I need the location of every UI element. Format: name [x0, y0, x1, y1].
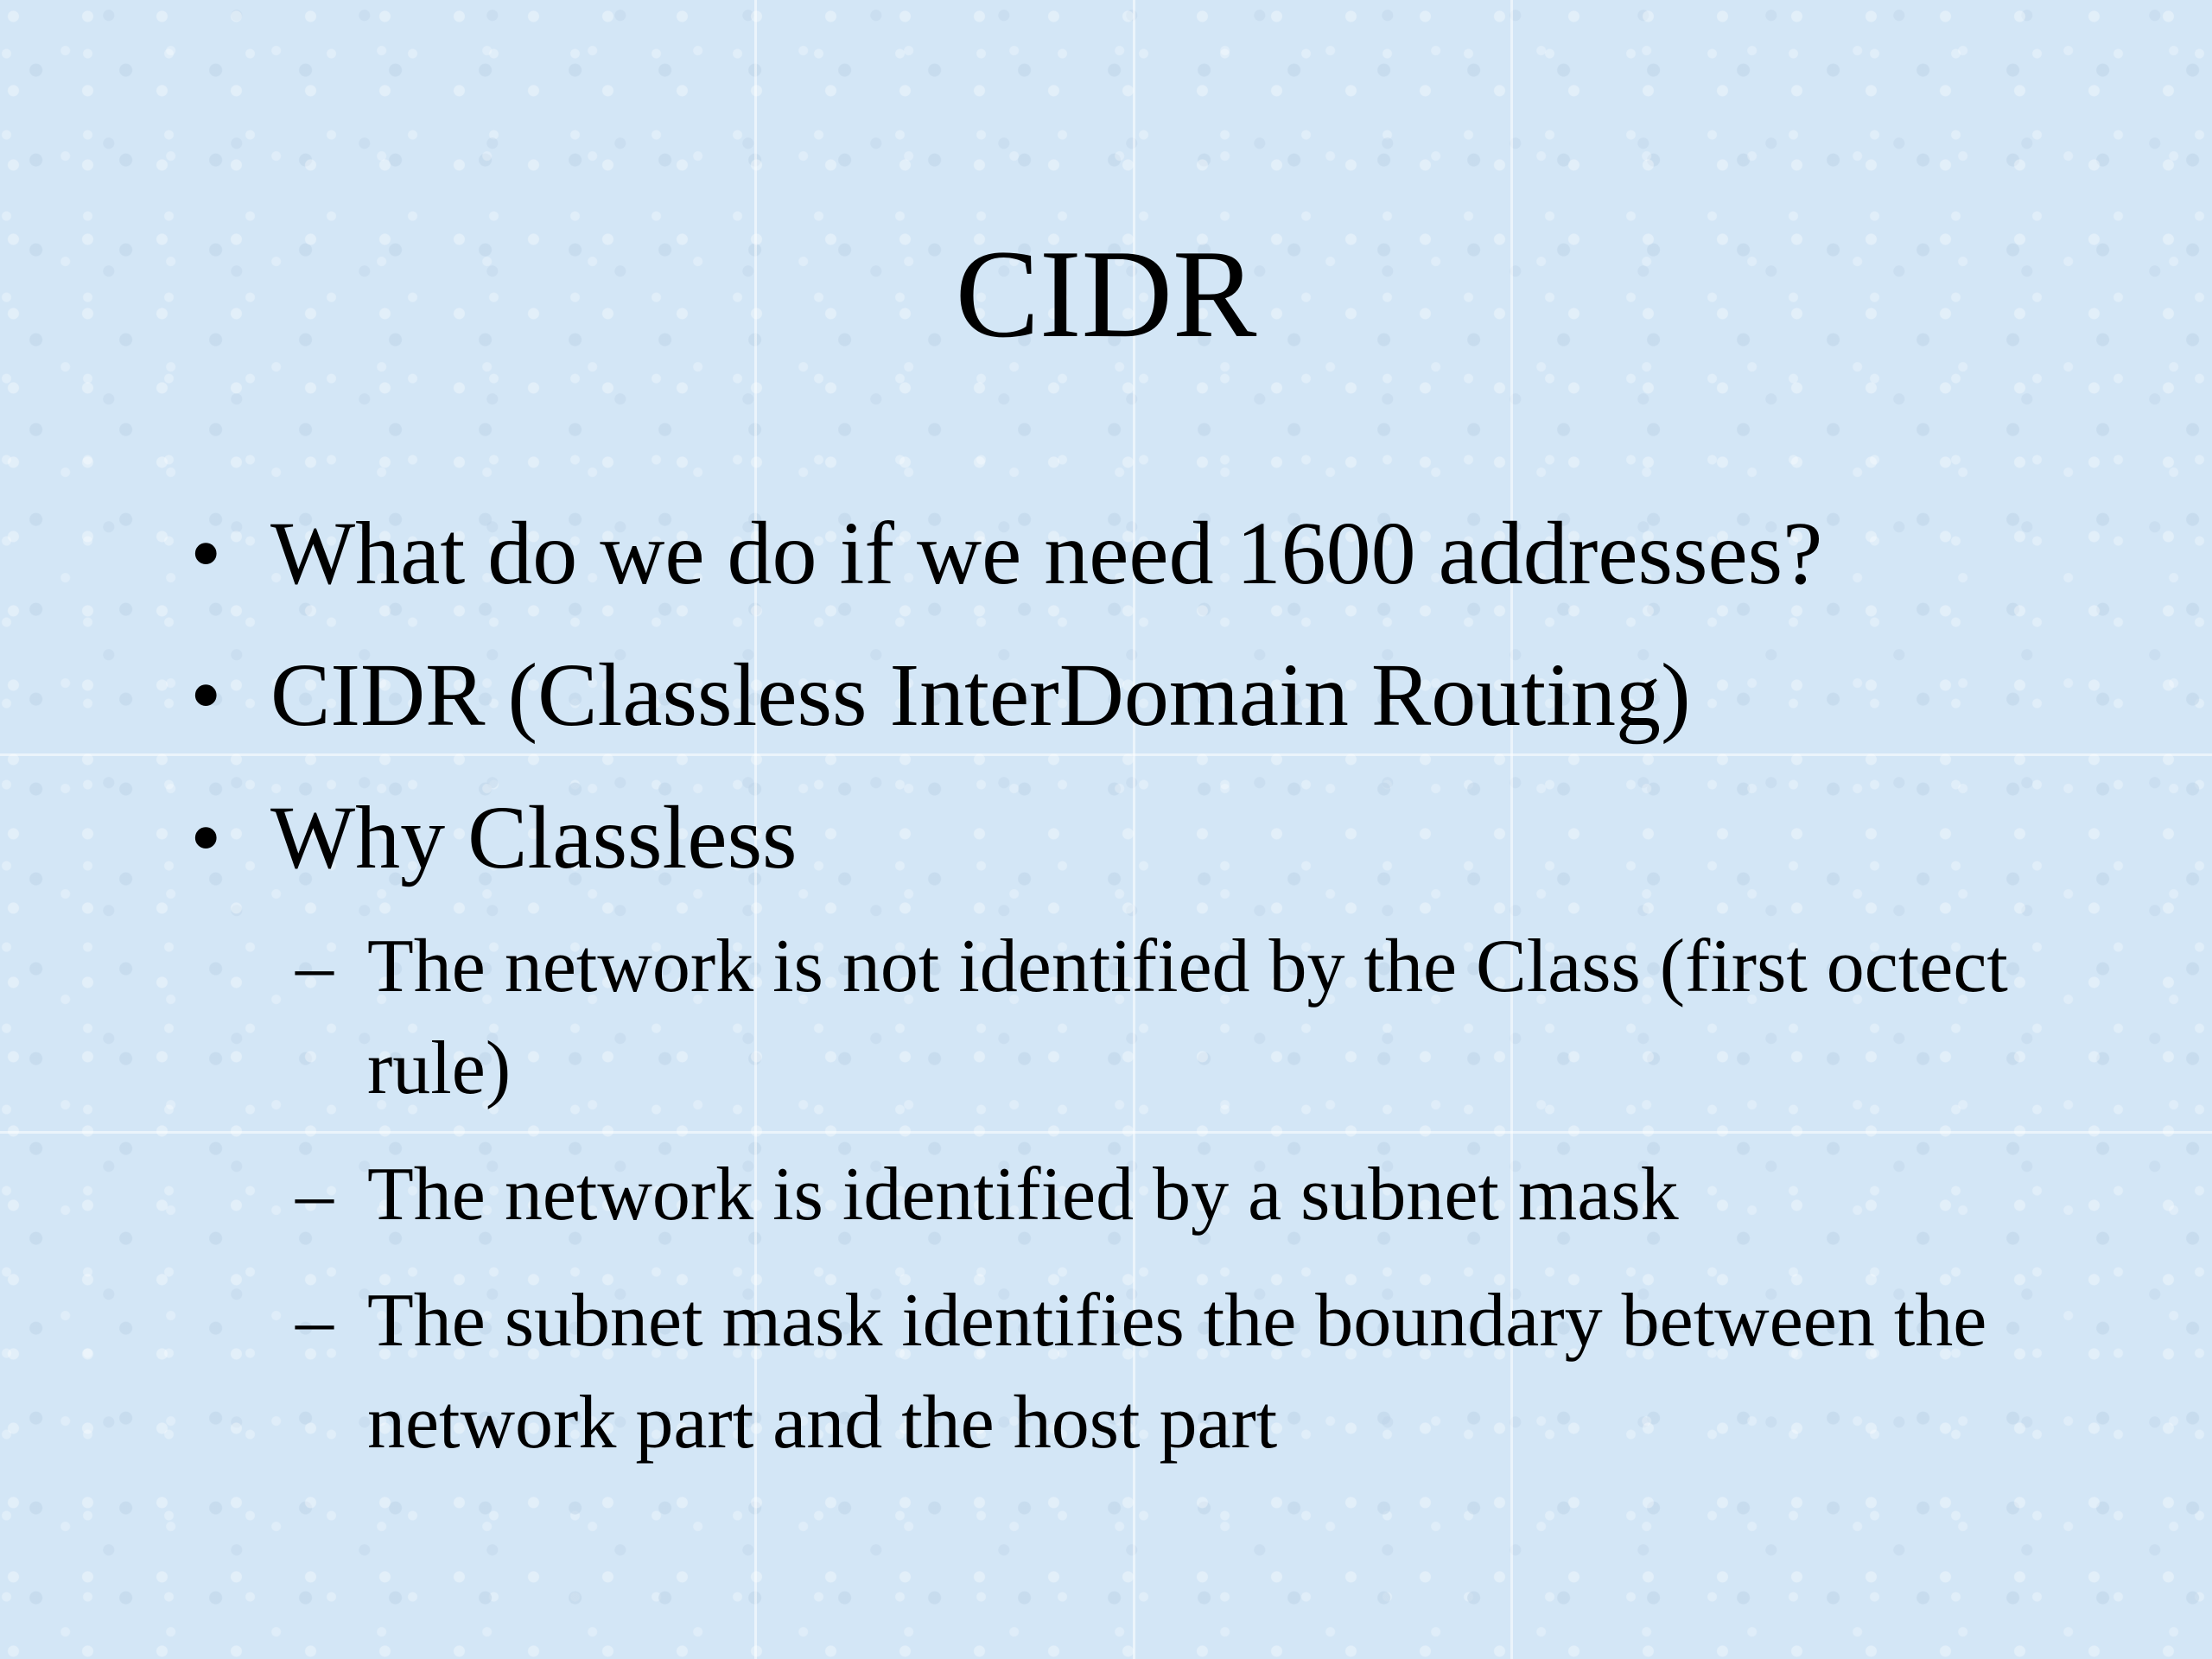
sub-bullet-marker: –	[296, 1279, 334, 1363]
bullet-marker: •	[190, 788, 222, 887]
slide-title: CIDR	[955, 224, 1257, 364]
background-seam	[0, 1131, 2212, 1134]
sub-bullet-text: The network is not identified by the Cla…	[367, 925, 2008, 1110]
sub-bullet-text: The network is identified by a subnet ma…	[367, 1153, 1679, 1236]
background-seam	[754, 0, 757, 1659]
bullet-text: What do we do if we need 1600 addresses?	[270, 504, 1823, 603]
background-seam	[0, 753, 2212, 756]
bullet-marker: •	[190, 504, 222, 603]
sub-bullet-text: The subnet mask identifies the boundary …	[367, 1279, 1987, 1465]
sub-bullet-marker: –	[296, 925, 334, 1008]
bullet-marker: •	[190, 645, 222, 745]
background-seam	[1133, 0, 1135, 1659]
bullet-text: CIDR (Classless InterDomain Routing)	[270, 645, 1691, 745]
sub-bullet-marker: –	[296, 1153, 334, 1236]
background-seam	[1510, 0, 1513, 1659]
bullet-text: Why Classless	[270, 788, 798, 887]
